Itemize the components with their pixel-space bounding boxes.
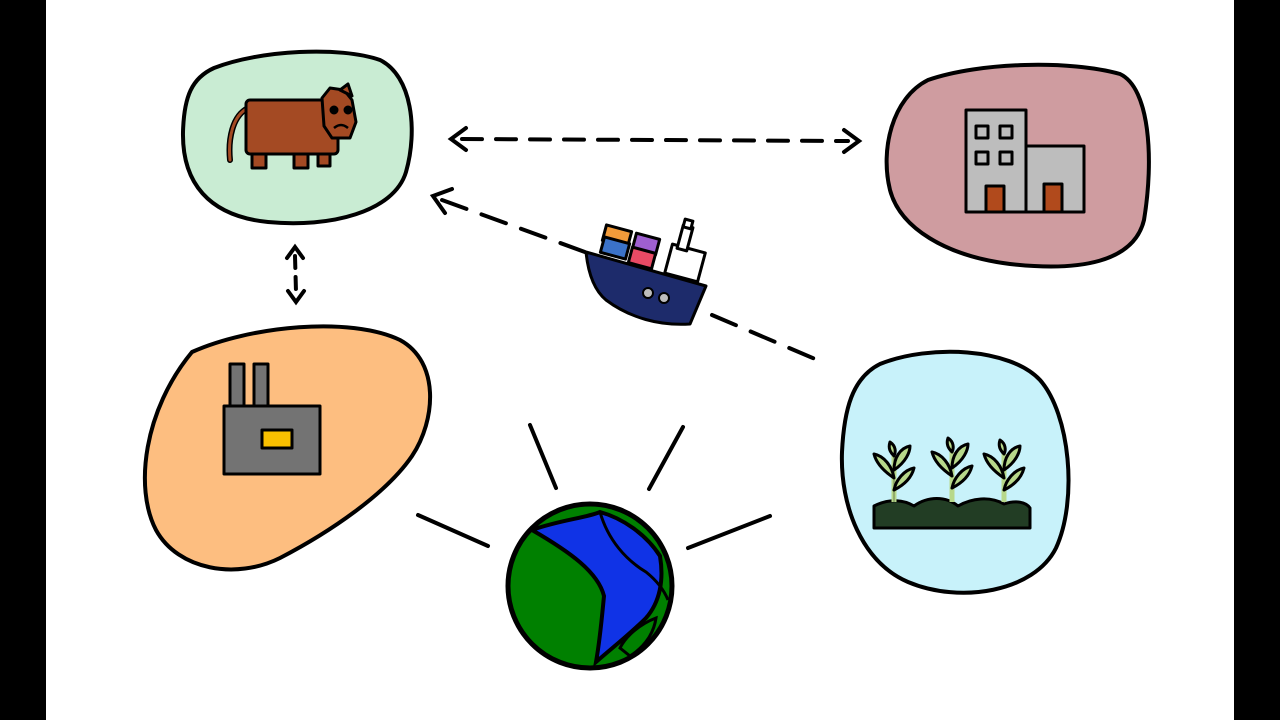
factory-icon xyxy=(222,362,322,476)
globe-icon xyxy=(505,501,675,671)
node-agriculture xyxy=(839,349,1071,595)
node-livestock xyxy=(180,49,414,226)
earth-rays xyxy=(416,423,772,550)
cow-icon xyxy=(226,82,358,170)
connection-agriculture-livestock xyxy=(429,187,824,364)
node-industry xyxy=(142,324,433,572)
connection-livestock-city xyxy=(447,126,863,154)
building-icon xyxy=(964,108,1086,214)
ship-icon xyxy=(584,217,708,326)
crops-icon xyxy=(872,436,1032,530)
node-city xyxy=(884,62,1151,269)
frame-left-bar xyxy=(0,0,46,720)
frame-right-bar xyxy=(1234,0,1280,720)
connection-livestock-industry xyxy=(285,243,306,306)
agriculture-blob xyxy=(839,349,1071,595)
